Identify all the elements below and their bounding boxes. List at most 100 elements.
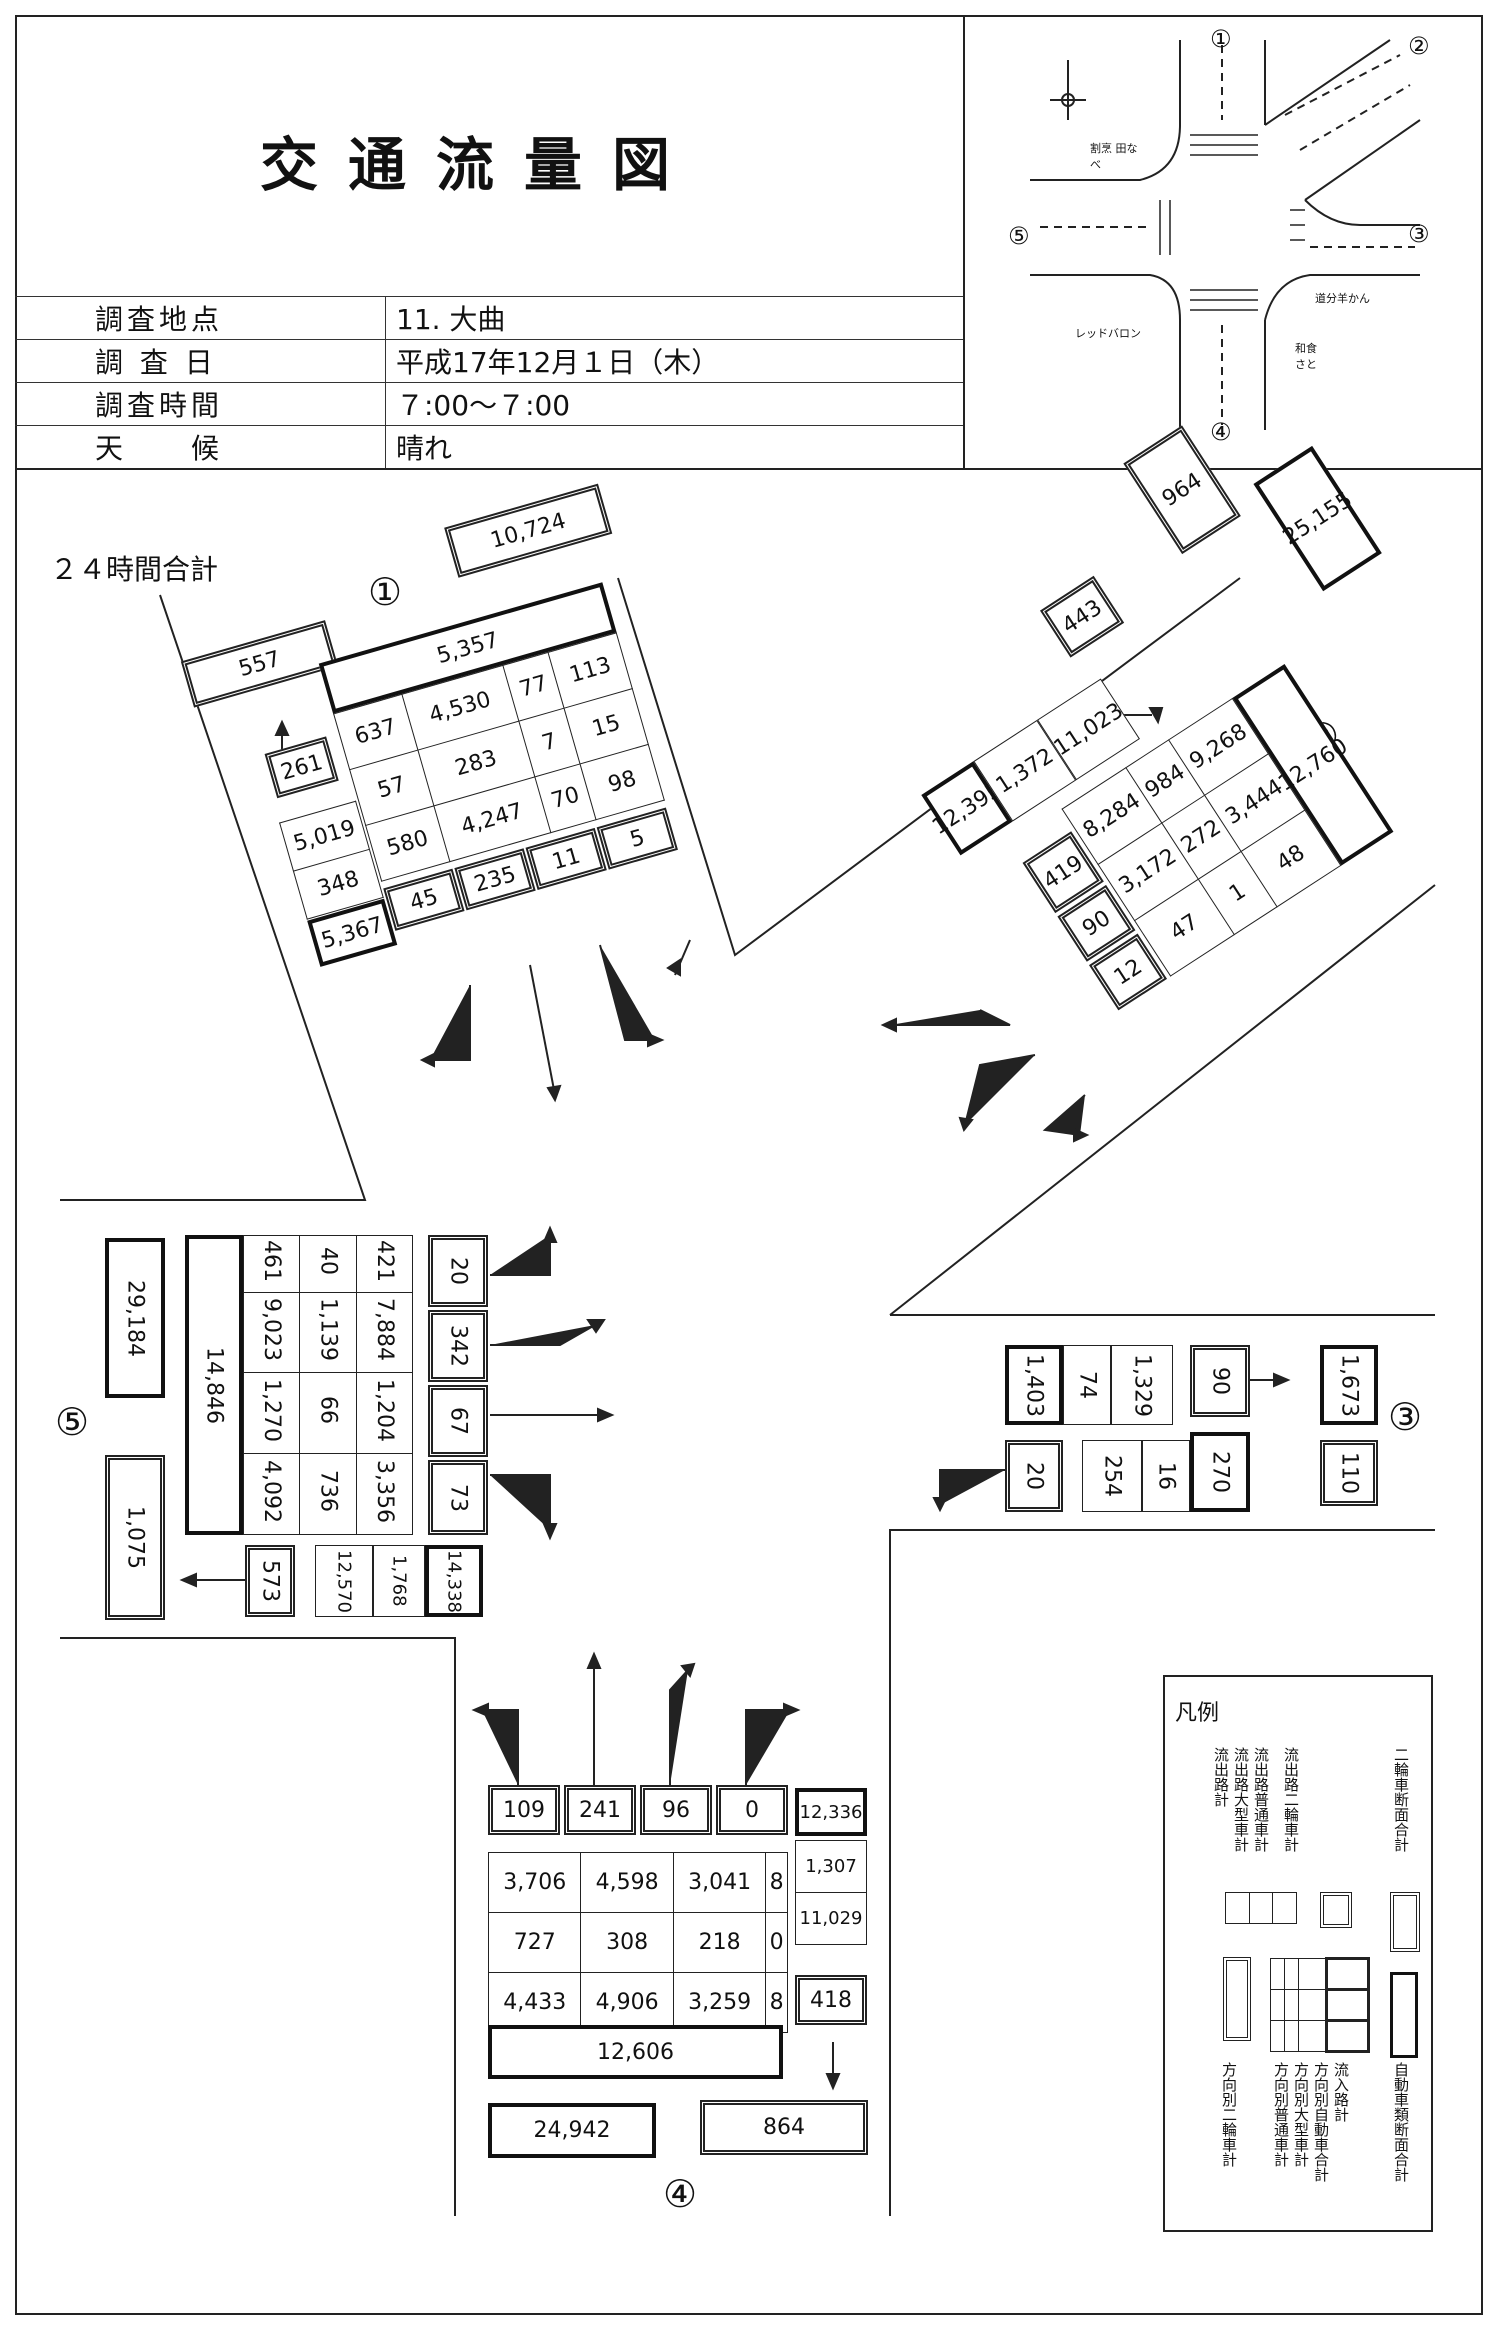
approach-5-entry-total: 14,846	[185, 1235, 243, 1535]
approach-5-moto-dir-1: 342	[428, 1310, 488, 1382]
map-shop-dobun: 道分羊かん	[1315, 292, 1370, 305]
approach-4-section-total: 24,942	[488, 2103, 656, 2158]
a5-cell: 7,884	[355, 1291, 414, 1374]
approach-5-exit-normal: 12,570	[315, 1545, 373, 1617]
page-frame	[15, 15, 1483, 2315]
approach-3-section-total: 1,673	[1320, 1345, 1378, 1425]
info-value-time: ７:00～７:00	[385, 382, 963, 426]
approach-3-moto-section: 110	[1320, 1440, 1378, 1506]
legend-label: 自動車類断面合計	[1392, 2062, 1410, 2182]
header-divider	[15, 468, 1483, 470]
a4-cell: 4,598	[580, 1852, 674, 1913]
a4-cell: 8	[765, 1972, 788, 2033]
approach-4-moto-dir-2: 96	[640, 1785, 712, 1835]
a5-cell: 4,092	[242, 1453, 301, 1535]
approach-4-moto-dir-3: 0	[716, 1785, 788, 1835]
info-key-weather: 天 候	[15, 425, 386, 468]
a4-cell: 727	[487, 1912, 582, 1973]
map-approach-2-label: ②	[1408, 32, 1430, 60]
a4-cell: 4,433	[487, 1972, 582, 2033]
info-value-date: 平成17年12月１日（木）	[385, 339, 963, 383]
approach-3-exit-large: 74	[1063, 1345, 1111, 1425]
legend-label: 流出路計	[1212, 1747, 1230, 1807]
intersection-map-drawing	[1030, 39, 1421, 430]
legend-grid	[1270, 1957, 1370, 2053]
approach-5-exit-total: 14,338	[425, 1545, 483, 1617]
approach-4-moto-dir-0: 109	[488, 1785, 560, 1835]
approach-4-moto-dir-1: 241	[564, 1785, 636, 1835]
legend-label: 流出路普通車計	[1252, 1747, 1270, 1852]
a5-cell: 421	[355, 1235, 414, 1293]
approach-3-moto-dir: 20	[1005, 1440, 1063, 1512]
a4-cell: 3,706	[487, 1852, 582, 1913]
a4-cell: 3,259	[672, 1972, 767, 2033]
a4-exit-normal: 11,029	[795, 1892, 867, 1945]
legend-moto-section-box	[1390, 1892, 1420, 1952]
legend-label: 方向別大型車計	[1292, 2062, 1310, 2167]
info-key-time: 調査時間	[15, 382, 386, 426]
approach-3-entry-total: 270	[1190, 1432, 1250, 1512]
info-key-location: 調査地点	[15, 296, 386, 340]
legend-label: 二輪車断面合計	[1392, 1747, 1410, 1852]
approach-5-section-total: 29,184	[105, 1238, 165, 1398]
legend: 凡例 流出路計 流出路大型車計 流出路普通車計 流出路二輪車計 二輪車断面合計 …	[1163, 1675, 1433, 2232]
page-title: 交通流量図	[260, 131, 701, 199]
approach-5-moto-dir-3: 73	[428, 1460, 488, 1535]
approach-4-exit-grid: 1,307 11,029	[795, 1840, 867, 1945]
legend-label: 流出路二輪車計	[1282, 1747, 1300, 1852]
a5-cell: 40	[299, 1235, 357, 1293]
a5-cell: 9,023	[242, 1291, 301, 1374]
approach-1-label: ①	[368, 570, 403, 614]
approach-3-entry-val-1: 16	[1142, 1440, 1190, 1512]
a5-cell: 3,356	[355, 1453, 414, 1535]
a4-cell: 8	[765, 1852, 788, 1913]
map-approach-1-label: ①	[1210, 25, 1232, 53]
approach-5-moto-section: 1,075	[105, 1455, 165, 1620]
a4-exit-large: 1,307	[795, 1840, 867, 1893]
header-vertical-divider	[963, 15, 965, 468]
a5-cell: 66	[299, 1372, 357, 1455]
a5-cell: 1,204	[355, 1372, 414, 1455]
map-approach-3-label: ③	[1408, 220, 1430, 248]
approach-5-moto-dir-0: 20	[428, 1235, 488, 1307]
legend-label: 方向別普通車計	[1272, 2062, 1290, 2167]
info-key-date: 調 査 日	[15, 339, 386, 383]
approach-4-entry-total: 12,606	[488, 2025, 783, 2079]
legend-title: 凡例	[1175, 1701, 1220, 1726]
info-value-weather: 晴れ	[385, 425, 963, 468]
legend-label: 流出路大型車計	[1232, 1747, 1250, 1852]
map-shop-sato: 和食 さと	[1295, 342, 1317, 371]
approach-5-exit-moto: 573	[245, 1545, 295, 1617]
legend-moto-box	[1320, 1892, 1352, 1928]
map-shop-redbaron: レッドバロン	[1075, 327, 1141, 340]
approach-3-label: ③	[1388, 1395, 1423, 1439]
approach-4-label: ④	[663, 2172, 698, 2216]
subtitle-24h-total: ２４時間合計	[50, 553, 219, 586]
legend-label: 流入路計	[1332, 2062, 1350, 2122]
legend-section-total-box	[1390, 1972, 1418, 2058]
a5-cell: 736	[299, 1453, 357, 1535]
a4-cell: 218	[672, 1912, 767, 1973]
legend-label: 方向別自動車合計	[1312, 2062, 1330, 2182]
legend-label: 方向別二輪車計	[1220, 2062, 1238, 2167]
a4-cell: 3,041	[672, 1852, 767, 1913]
a4-cell: 308	[580, 1912, 674, 1973]
approach-3-entry-val-0: 254	[1082, 1440, 1142, 1512]
approach-5-moto-dir-2: 67	[428, 1385, 488, 1457]
map-approach-4-label: ④	[1210, 418, 1232, 446]
info-value-location: 11. 大曲	[385, 296, 963, 340]
legend-moto-dir-box	[1223, 1957, 1251, 2041]
approach-3-exit-total: 1,403	[1005, 1345, 1063, 1425]
approach-5-exit-large: 1,768	[373, 1545, 425, 1617]
legend-exit-boxes	[1225, 1892, 1297, 1924]
approach-3-exit-normal: 1,329	[1111, 1345, 1173, 1425]
a5-cell: 461	[242, 1235, 301, 1293]
approach-4-exit-moto: 418	[795, 1975, 867, 2025]
a4-cell: 4,906	[580, 1972, 674, 2033]
approach-4-moto-section: 864	[700, 2100, 868, 2155]
map-approach-5-label: ⑤	[1008, 222, 1030, 250]
a4-cell: 0	[765, 1912, 788, 1973]
